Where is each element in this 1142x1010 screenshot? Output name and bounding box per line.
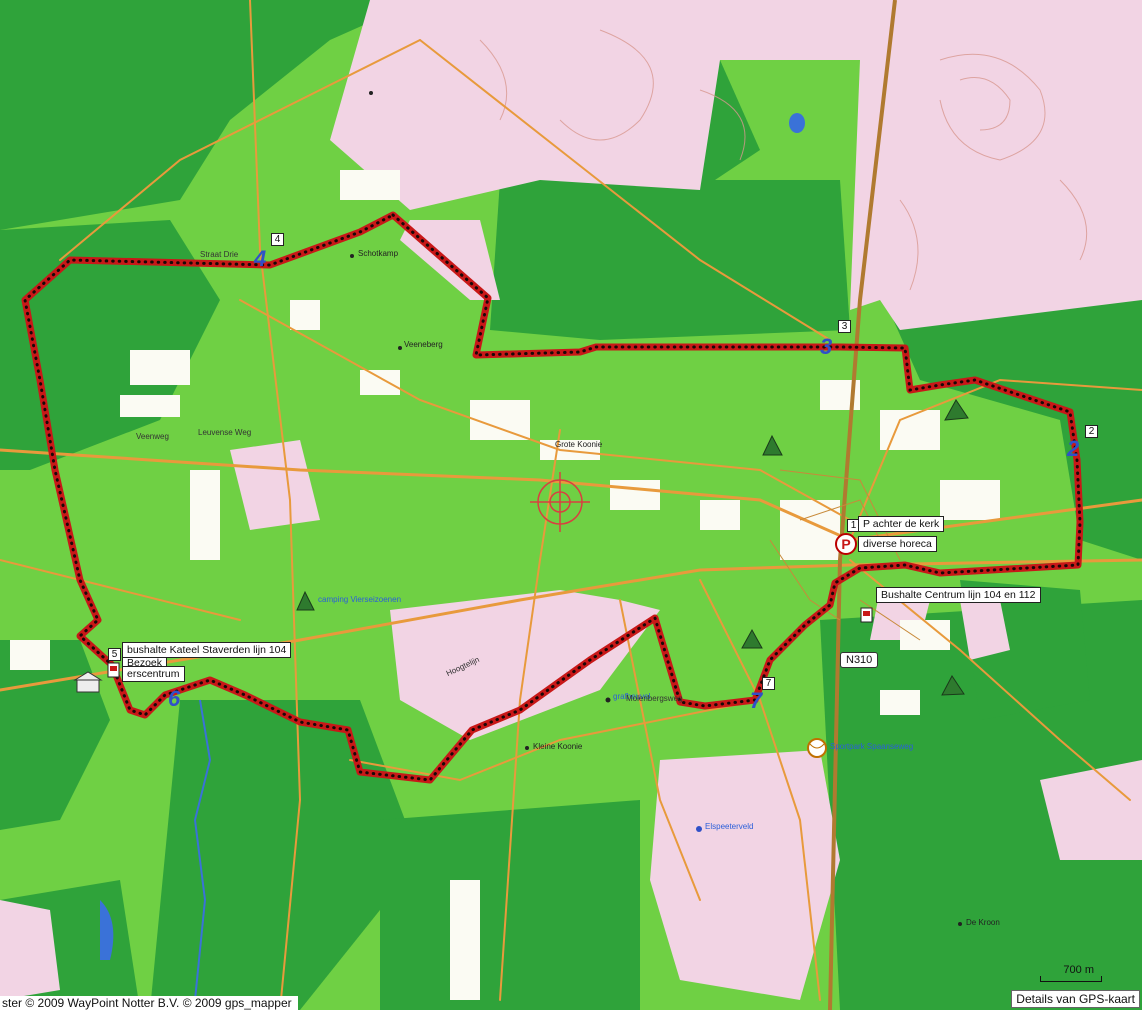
place-label-sport: Sportpark Spaanseweg <box>830 742 914 751</box>
parking-icon: P <box>835 533 857 555</box>
waypoint-box-3[interactable]: 3 <box>838 320 851 333</box>
waypoint-box-2[interactable]: 2 <box>1085 425 1098 438</box>
village-streets <box>769 469 921 641</box>
place-label-de-kroon: De Kroon <box>966 918 1000 927</box>
bus-icons <box>107 607 873 678</box>
waypoint-marker-4[interactable]: 4 <box>254 246 267 271</box>
place-label-grote-koonie: Grote Koonie <box>555 440 603 449</box>
waypoint-box-5[interactable]: 5 <box>108 648 121 661</box>
contours <box>479 29 1088 291</box>
waypoint-box-4[interactable]: 4 <box>271 233 284 246</box>
waypoint-marker-7[interactable]: 7 <box>750 688 763 713</box>
road-badge-n310: N310 <box>840 652 879 668</box>
place-label-schotkamp: Schotkamp <box>358 249 399 258</box>
road-label-leuvense-weg: Leuvense Weg <box>198 428 252 437</box>
waypoint-marker-2[interactable]: 2 <box>1067 436 1080 461</box>
place-label-camping: camping Vierseizoenen <box>318 595 402 604</box>
sport-icon <box>807 738 827 758</box>
callout-parking[interactable]: P achter de kerk <box>858 516 945 532</box>
place-label-elspeeterveld: Elspeeterveld <box>705 822 754 831</box>
callout-bus-centrum[interactable]: Bushalte Centrum lijn 104 en 112 <box>876 587 1041 603</box>
clearings <box>10 170 1000 1000</box>
crosshair-icon <box>530 472 590 532</box>
camping-icons <box>296 399 969 696</box>
scale-label: 700 m <box>1063 964 1094 976</box>
road-label-straat-drie: Straat Drie <box>200 250 239 259</box>
place-dots <box>350 91 962 926</box>
place-label-kleine-koonie: Kleine Koonie <box>533 742 583 751</box>
waypoint-marker-6[interactable]: 6 <box>168 686 181 711</box>
road-label-veenweg: Veenweg <box>136 432 169 441</box>
road-label-molenbergsweg: Molenbergsweg <box>626 694 683 703</box>
place-label-veeneberg: Veeneberg <box>404 340 443 349</box>
scale-bar <box>1040 976 1102 982</box>
callout-bezoekerscentrum[interactable]: erscentrum <box>122 666 185 682</box>
copyright-text: ster © 2009 WayPoint Notter B.V. © 2009 … <box>0 996 298 1010</box>
waypoint-marker-3[interactable]: 3 <box>820 334 833 359</box>
waypoint-box-7[interactable]: 7 <box>762 677 775 690</box>
svg-text:P: P <box>841 536 850 552</box>
callout-bus-kateel[interactable]: bushalte Kateel Staverden lijn 104 <box>122 642 292 658</box>
water <box>100 113 805 1001</box>
route-dots <box>23 213 1082 782</box>
visitor-center-icon <box>73 671 103 693</box>
callout-horeca[interactable]: diverse horeca <box>858 536 937 552</box>
place-label-grafheuvel: grafheuvel <box>613 692 651 701</box>
details-label: Details van GPS-kaart <box>1011 990 1140 1008</box>
n310-road <box>828 0 897 1010</box>
